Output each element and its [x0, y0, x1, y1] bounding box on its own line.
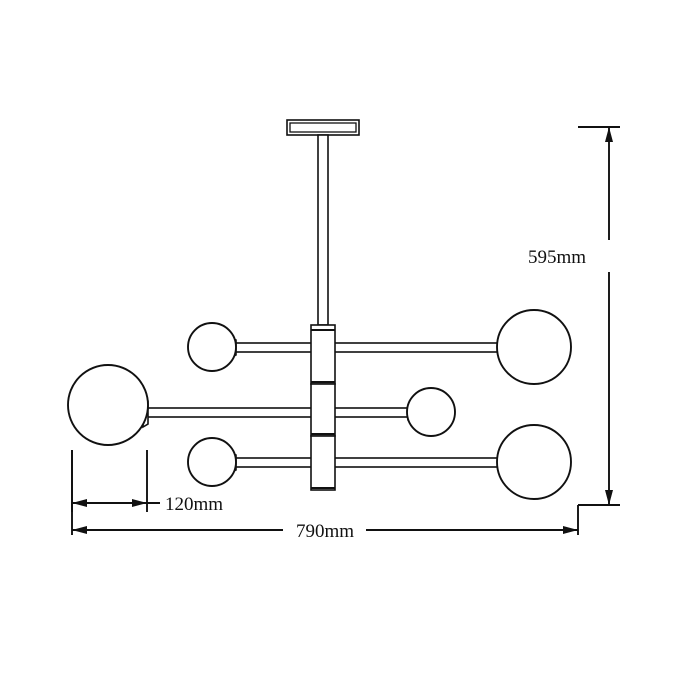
globe-lower-left — [187, 437, 237, 487]
upper-left-arm — [232, 342, 324, 353]
globe-middle-right — [406, 387, 456, 437]
arrowhead-down — [605, 490, 613, 505]
dimension-label-790mm: 790mm — [296, 521, 354, 542]
dimension-label-120mm: 120mm — [165, 494, 223, 515]
dimension-595mm: 595mm — [528, 126, 620, 506]
fixture-group — [67, 119, 572, 500]
lower-left-arm — [232, 457, 324, 468]
center-column — [310, 324, 336, 491]
arrowhead-right — [132, 499, 147, 507]
dimension-790mm: 790mm — [71, 450, 579, 542]
vertical-drop-rod — [317, 134, 329, 326]
globe-upper-right — [496, 309, 572, 385]
middle-left-arm — [144, 407, 324, 418]
upper-right-arm — [322, 342, 504, 353]
lower-right-arm — [322, 457, 504, 468]
globe-lower-right — [496, 424, 572, 500]
arrowhead-right — [563, 526, 578, 534]
globe-upper-left — [187, 322, 237, 372]
arrowhead-left — [72, 499, 87, 507]
dimension-label-595mm: 595mm — [528, 247, 586, 268]
arrowhead-up — [605, 127, 613, 142]
middle-right-arm — [322, 407, 412, 418]
ceiling-mount-plate — [286, 119, 360, 136]
arrowhead-left — [72, 526, 87, 534]
globe-middle-left — [67, 364, 149, 446]
